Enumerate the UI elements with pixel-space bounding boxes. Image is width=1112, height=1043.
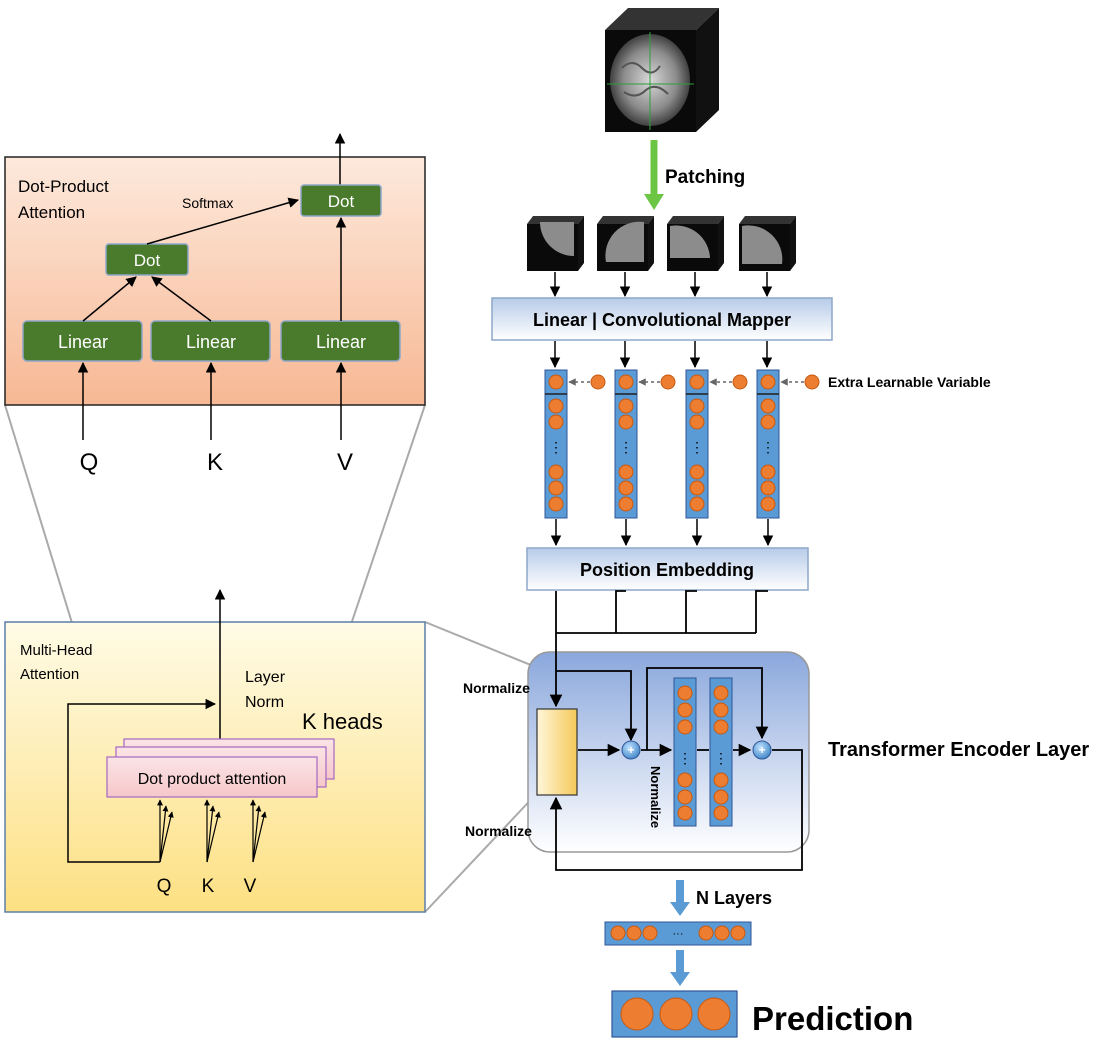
funnel-line-encoder-bottom [424, 789, 541, 913]
dot-box-upper [300, 184, 382, 217]
token-column-3: ⋮ [685, 369, 709, 519]
mh-input-label-k: K [202, 876, 215, 897]
input-label-q: Q [80, 449, 99, 476]
mh-input-label-q: Q [157, 876, 172, 897]
layer-norm-box [536, 708, 578, 796]
output-token-row [604, 921, 752, 946]
arrow-linear-k-to-dot [151, 276, 212, 322]
dot-product-attention-panel: Dot-Product Attention Dot Dot Softmax Li… [4, 132, 426, 476]
svg-text:⋮: ⋮ [678, 750, 692, 766]
linear-box-q [22, 320, 143, 362]
dot-product-title-line2: Attention [18, 203, 85, 222]
qkv-fan-arrows [157, 799, 267, 863]
layer-norm-line2: Norm [245, 694, 284, 711]
prediction-arrow-head [670, 972, 690, 986]
normalize-label-rotated: Normalize [648, 766, 663, 828]
token-column-4: ⋮ [756, 369, 780, 519]
extra-learnable-variables [568, 374, 820, 390]
svg-text:⋮: ⋮ [619, 439, 633, 455]
input-label-v: V [337, 449, 353, 476]
k-heads-label: K heads [302, 709, 383, 734]
extra-learnable-variable-label: Extra Learnable Variable [828, 374, 991, 390]
mh-input-label-v: V [244, 876, 257, 897]
multi-head-title-line1: Multi-Head [20, 642, 93, 659]
dot-box-lower-label: Dot [134, 251, 161, 270]
mlp-column-b: ⋮ [709, 677, 733, 827]
multi-head-attention-panel: Multi-Head Attention Layer Norm Dot prod… [4, 588, 426, 913]
normalize-label-bottom: Normalize [465, 823, 532, 839]
position-embedding-bar [526, 547, 809, 591]
token-column-1: ⋮ [544, 369, 568, 519]
svg-text:⋮: ⋮ [549, 439, 563, 455]
patch-cube-3 [667, 216, 724, 271]
head-box-front [106, 756, 318, 798]
patching-label: Patching [665, 167, 745, 188]
residual-arrow-1 [556, 670, 638, 742]
dot-box-upper-label: Dot [328, 192, 355, 211]
n-layers-label: N Layers [696, 888, 772, 908]
arrow-linear-q-to-dot [82, 276, 137, 322]
softmax-label: Softmax [182, 195, 233, 211]
patch-cube-1 [527, 216, 584, 271]
vit-pipeline: Patching [463, 8, 1089, 1038]
add-node-1 [621, 740, 641, 760]
add-node-2 [752, 740, 772, 760]
linear-box-k-label: Linear [186, 332, 236, 352]
svg-text:⋮: ⋮ [690, 439, 704, 455]
mlp-column-a: ⋮ [673, 677, 697, 827]
linear-box-q-label: Linear [58, 332, 108, 352]
dot-product-attention-box-label: Dot product attention [138, 771, 287, 788]
mapper-label: Linear | Convolutional Mapper [533, 310, 791, 330]
funnel-line-encoder-top [424, 621, 549, 673]
transformer-encoder-label: Transformer Encoder Layer [828, 739, 1089, 761]
add-node-1-symbol: + [627, 743, 634, 757]
n-layers-arrow-head [670, 902, 690, 916]
dot-product-title-line1: Dot-Product [18, 177, 109, 196]
brain-volume-image [605, 8, 719, 132]
mapper-bar [491, 297, 833, 341]
svg-text:⋮: ⋮ [761, 439, 775, 455]
linear-box-v-label: Linear [316, 332, 366, 352]
position-bus-lines [555, 590, 768, 634]
prediction-output [611, 990, 738, 1038]
layer-loop-arrow [549, 749, 803, 871]
residual-arrow-2 [646, 667, 769, 750]
layer-norm-line1: Layer [245, 669, 286, 686]
residual-path [67, 698, 217, 863]
patching-arrow-head [644, 194, 664, 210]
patch-cube-2 [597, 216, 654, 271]
input-label-k: K [207, 449, 223, 476]
multi-head-title-line2: Attention [20, 666, 79, 683]
position-embedding-label: Position Embedding [580, 560, 754, 580]
token-column-2: ⋮ [614, 369, 638, 519]
softmax-arrow [146, 197, 300, 245]
normalize-label-top: Normalize [463, 680, 530, 696]
svg-text:⋮: ⋮ [714, 750, 728, 766]
patch-cube-4 [739, 216, 796, 271]
output-ellipsis: ··· [673, 928, 684, 940]
add-node-2-symbol: + [758, 743, 765, 757]
prediction-label: Prediction [752, 1000, 913, 1037]
